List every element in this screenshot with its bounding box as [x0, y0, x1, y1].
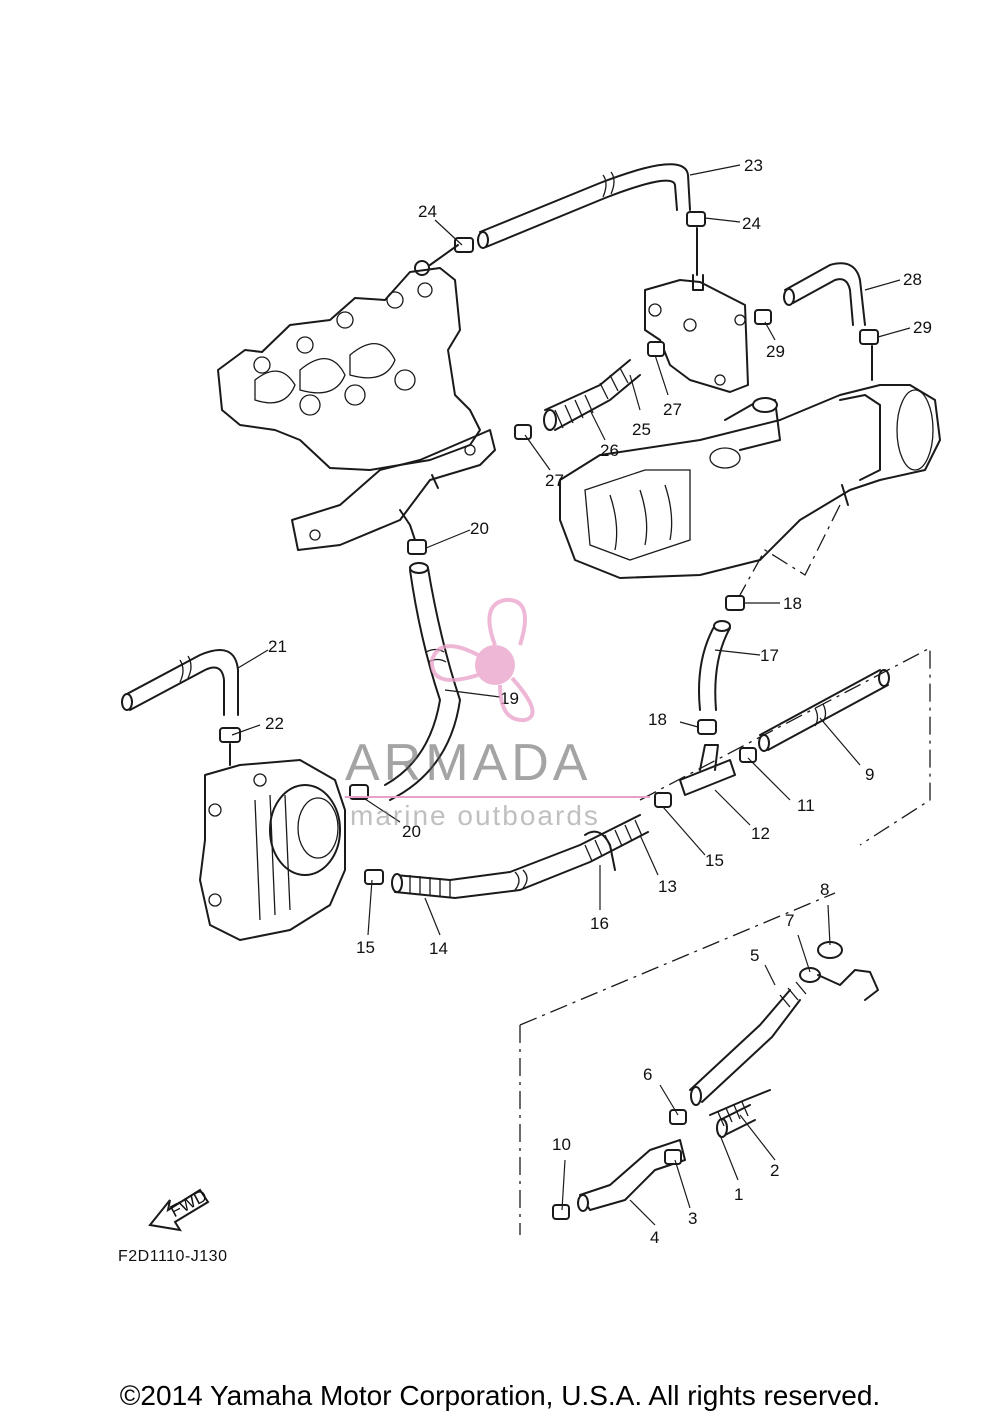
callout-29b: 29 [913, 318, 932, 337]
callout-2: 2 [770, 1161, 779, 1180]
leader-18-zigzag [739, 504, 841, 596]
callout-29a: 29 [766, 342, 785, 361]
clamp-18-lower [697, 719, 717, 735]
clamp-27-lower [514, 424, 532, 440]
callout-6: 6 [643, 1065, 652, 1084]
hose-17 [698, 620, 731, 711]
callout-1: 1 [734, 1185, 743, 1204]
callout-7: 7 [785, 911, 794, 930]
callout-17: 17 [760, 646, 779, 665]
callout-14: 14 [429, 939, 448, 958]
exhaust-manifold [217, 267, 481, 471]
clamp-24-right [686, 211, 706, 276]
watermark-tagline: marine outboards [350, 800, 600, 831]
callout-18a: 18 [783, 594, 802, 613]
callout-16: 16 [590, 914, 609, 933]
hose-26 [543, 359, 641, 431]
clamp-27-upper [647, 341, 665, 357]
hose-9 [758, 669, 890, 752]
clamp-15-right [654, 792, 672, 808]
clamp-18-upper [725, 595, 745, 611]
clamp-15-left [364, 869, 384, 885]
clamp-22 [219, 727, 241, 766]
hose-14 [391, 814, 649, 899]
callout-20a: 20 [470, 519, 489, 538]
intake-silencer [559, 384, 941, 579]
hose-5 [689, 981, 807, 1106]
callout-19: 19 [500, 689, 519, 708]
callout-15a: 15 [705, 851, 724, 870]
vapor-cover-housing [644, 274, 749, 393]
assembly-box-right [639, 646, 931, 846]
hose-19 [384, 562, 461, 801]
callout-25: 25 [632, 420, 651, 439]
callout-labels: 1 2 3 4 5 6 7 8 9 10 11 12 13 14 15 15 1… [265, 156, 932, 1247]
callout-5: 5 [750, 946, 759, 965]
clamp-29-right [859, 329, 879, 381]
watermark-propeller-icon [429, 597, 535, 723]
callout-20b: 20 [402, 822, 421, 841]
clamp-6 [669, 1109, 687, 1125]
joint-12 [679, 744, 736, 796]
callout-27a: 27 [663, 400, 682, 419]
callout-13: 13 [658, 877, 677, 896]
callout-24b: 24 [742, 214, 761, 233]
callout-10: 10 [552, 1135, 571, 1154]
diagram-code: F2D1110-J130 [118, 1248, 228, 1265]
hose-28 [783, 262, 866, 326]
callout-3: 3 [688, 1209, 697, 1228]
callout-18b: 18 [648, 710, 667, 729]
clip-16 [584, 830, 616, 871]
leader-lines [231, 164, 911, 1226]
callout-28: 28 [903, 270, 922, 289]
clamp-20-upper [407, 539, 427, 555]
callout-24a: 24 [418, 202, 437, 221]
exhaust-gasket-plate [291, 429, 496, 551]
callout-23: 23 [744, 156, 763, 175]
hose-21 [121, 649, 239, 716]
callout-27b: 27 [545, 471, 564, 490]
clamp-29-left [754, 309, 772, 325]
callout-9: 9 [865, 765, 874, 784]
clamp-11 [739, 747, 757, 763]
watermark-brand-name: ARMADA [345, 734, 592, 792]
clamp-20-lower [349, 784, 369, 800]
callout-22: 22 [265, 714, 284, 733]
callout-11: 11 [797, 796, 815, 815]
callout-21: 21 [268, 637, 287, 656]
callout-12: 12 [751, 824, 770, 843]
fwd-label: FWD [167, 1186, 210, 1221]
fwd-arrow-icon: FWD [148, 1186, 210, 1232]
callout-26: 26 [600, 441, 619, 460]
assembly-box-lower [519, 892, 836, 1235]
callout-8: 8 [820, 880, 829, 899]
hose-2 [709, 1089, 771, 1127]
hose-23 [477, 163, 691, 249]
joint-4 [577, 1139, 686, 1212]
callout-4: 4 [650, 1228, 659, 1247]
vapor-separator [199, 759, 346, 941]
clamp-7 [799, 967, 879, 1001]
clamp-10 [552, 1204, 570, 1220]
clamp-3 [664, 1149, 682, 1165]
callout-15b: 15 [356, 938, 375, 957]
copyright-notice: ©2014 Yamaha Motor Corporation, U.S.A. A… [119, 1380, 881, 1411]
